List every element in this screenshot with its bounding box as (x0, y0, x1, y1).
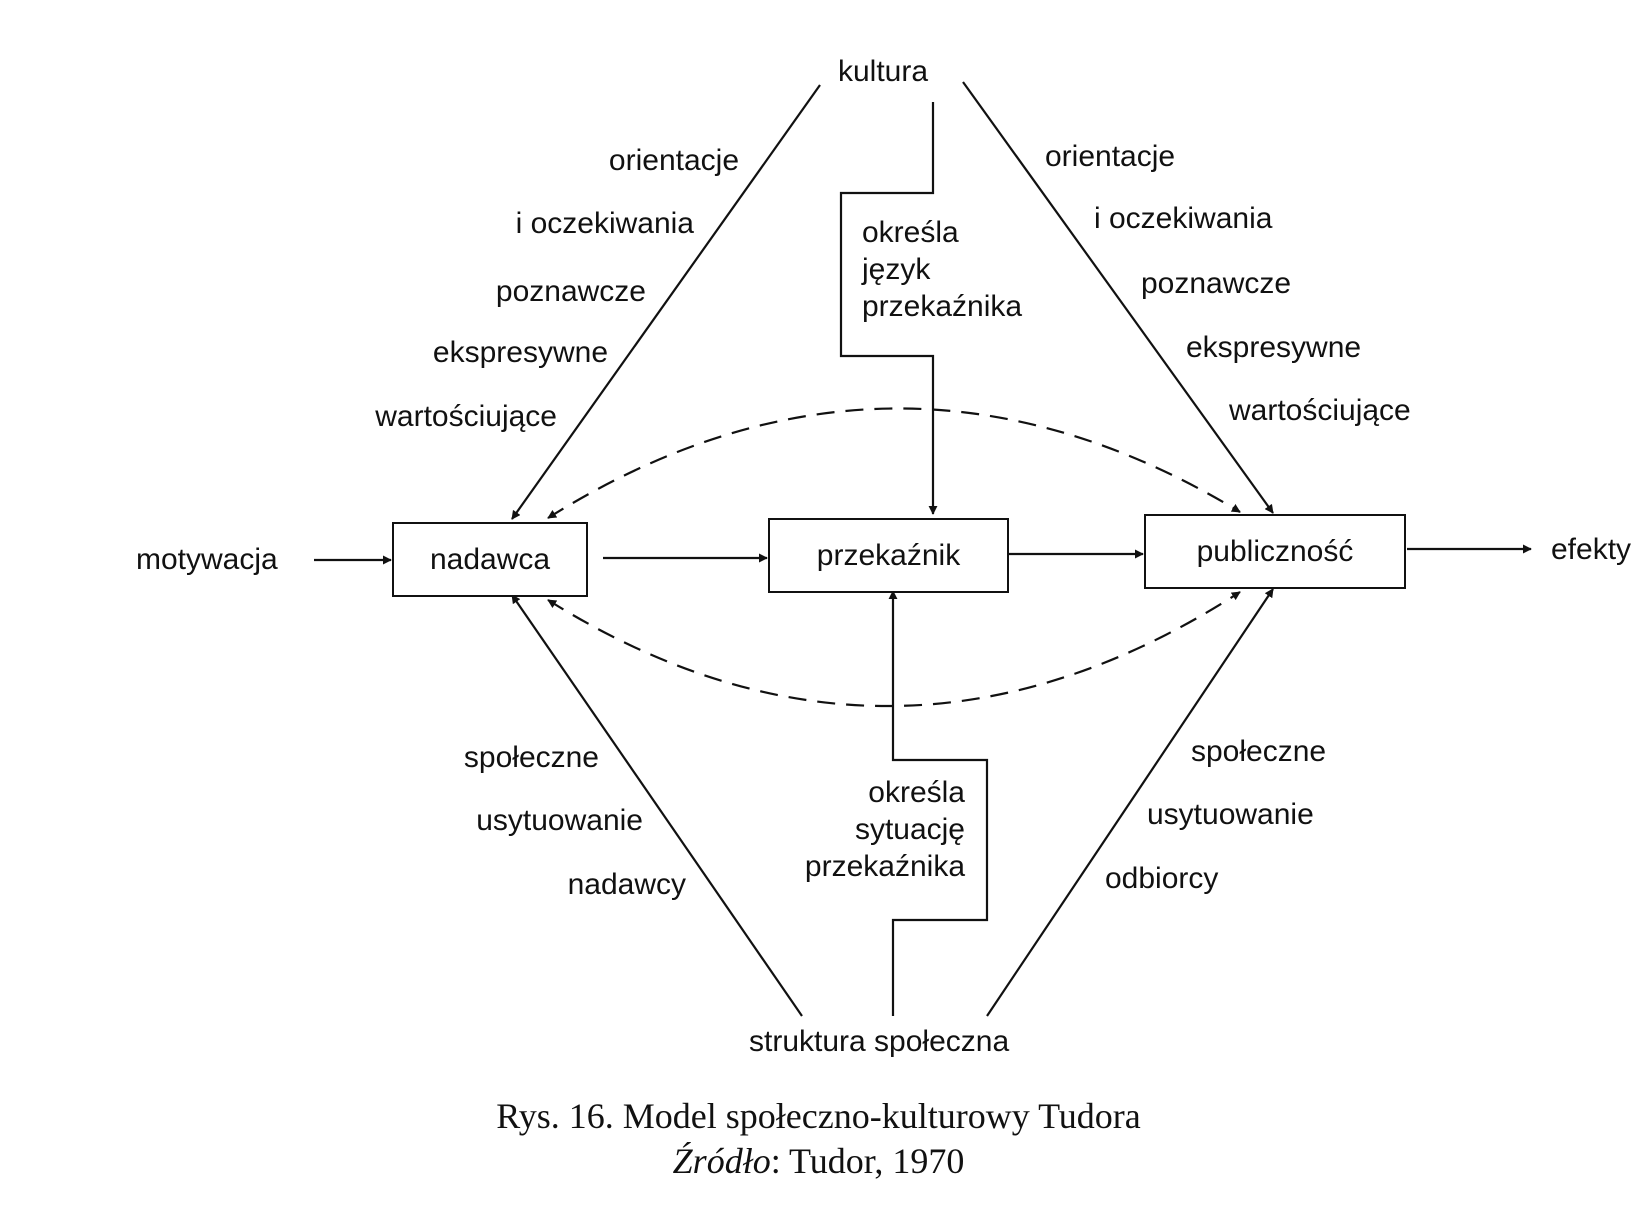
structure-right-label-3: odbiorcy (1105, 862, 1219, 895)
audience-label: publiczność (1196, 534, 1354, 568)
figure-source: Źródło: Tudor, 1970 (0, 1140, 1637, 1182)
feedback-arc-top (547, 407, 1241, 519)
culture-left-label-5: wartościujące (375, 400, 557, 433)
structure-left-label-3: nadawcy (567, 868, 686, 901)
figure-caption: Rys. 16. Model społeczno-kulturowy Tudor… (0, 1095, 1637, 1137)
feedback-arc-bottom (547, 591, 1241, 708)
motivation-label: motywacja (136, 543, 278, 576)
culture-to-medium-arrow (839, 102, 938, 515)
culture-right-label-5: wartościujące (1229, 394, 1411, 427)
culture-right-label-3: poznawcze (1141, 267, 1292, 300)
caption-title: Rys. 16. Model społeczno-kulturowy Tudor… (496, 1096, 1141, 1136)
audience-box: publiczność (1144, 514, 1406, 589)
culture-right-label-1: orientacje (1045, 140, 1176, 173)
structure-to-medium-arrow (888, 590, 989, 1016)
culture-right-label-2: i oczekiwania (1094, 202, 1273, 235)
culture-right-label-4: ekspresywne (1186, 331, 1362, 364)
culture-left-label-4: ekspresywne (432, 336, 608, 369)
structure-medium-label: określa sytuację przekaźnika (804, 776, 965, 883)
source-value: : Tudor, 1970 (770, 1141, 965, 1181)
culture-left-label-3: poznawcze (495, 275, 646, 308)
structure-left-label-1: społeczne (463, 741, 599, 774)
source-label: Źródło (672, 1141, 771, 1181)
structure-right-label-1: społeczne (1191, 735, 1327, 768)
sender-label: nadawca (429, 542, 551, 576)
social-structure-node: struktura społeczna (749, 1025, 1010, 1058)
medium-label: przekaźnik (816, 538, 961, 572)
structure-to-sender-arrow (511, 594, 803, 1017)
structure-to-audience-arrow (986, 588, 1274, 1017)
culture-node: kultura (838, 55, 929, 88)
culture-to-sender-arrow (511, 84, 821, 520)
structure-right-label-2: usytuowanie (1147, 798, 1314, 831)
effects-label: efekty (1551, 533, 1632, 566)
structure-left-label-2: usytuowanie (476, 804, 643, 837)
culture-left-label-1: orientacje (608, 144, 739, 177)
medium-box: przekaźnik (768, 518, 1009, 593)
culture-medium-label: określa język przekaźnika (862, 216, 1023, 323)
sender-box: nadawca (392, 522, 588, 597)
culture-to-audience-arrow (962, 81, 1274, 514)
culture-left-label-2: i oczekiwania (515, 207, 694, 240)
